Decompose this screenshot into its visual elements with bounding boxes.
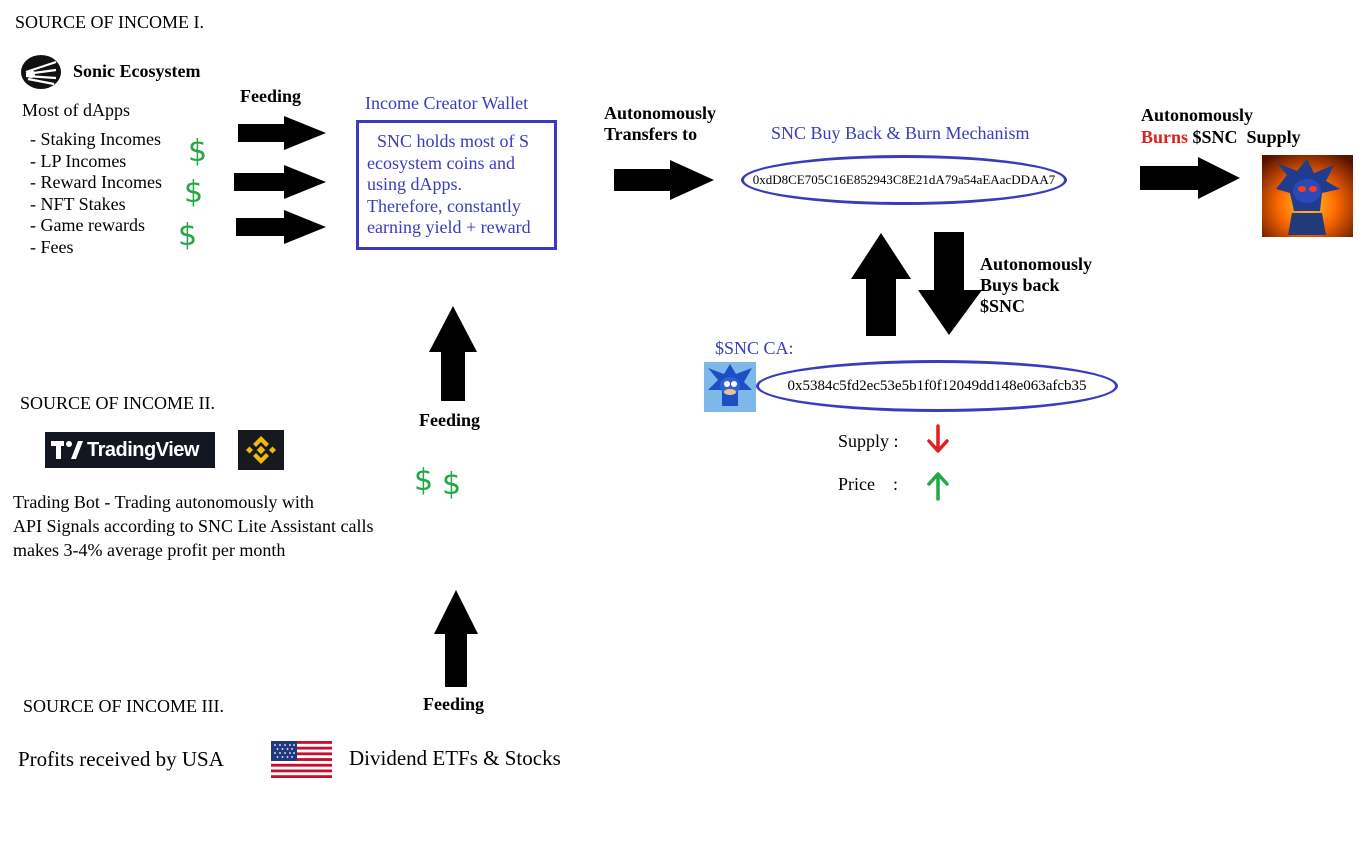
right-arrow-icon xyxy=(1140,157,1240,199)
profits-text: Profits received by USA xyxy=(18,747,224,771)
buys-back-label: Autonomously Buys back $SNC xyxy=(980,254,1092,317)
tradingview-logo: TradingView xyxy=(45,432,215,468)
etfs-text: Dividend ETFs & Stocks xyxy=(349,746,561,770)
sonic-avatar-image xyxy=(704,362,756,412)
dollar-icon: $ xyxy=(442,467,462,502)
tradingview-label: TradingView xyxy=(87,438,199,461)
income1-title: SOURCE OF INCOME I. xyxy=(15,12,205,32)
feeding-label-2: Feeding xyxy=(419,410,480,430)
list-item: - NFT Stakes xyxy=(30,193,126,214)
token-ca-label: $SNC CA: xyxy=(715,338,794,358)
buys-back-line: $SNC xyxy=(980,296,1026,316)
sonic-ecosystem-label: Sonic Ecosystem xyxy=(73,61,201,81)
dollar-icon: $ xyxy=(414,463,434,498)
right-arrow-icon xyxy=(234,165,326,199)
list-item: - Game rewards xyxy=(30,215,145,235)
trading-bot-description: Trading Bot - Trading autonomously with … xyxy=(13,490,373,562)
burn-line1: Autonomously xyxy=(1141,105,1254,125)
wallet-line: earning yield + reward xyxy=(367,217,531,237)
burns-word: Burns xyxy=(1141,127,1189,147)
burn-ticker: $SNC xyxy=(1192,127,1238,147)
fiery-sonic-image xyxy=(1262,155,1353,237)
right-arrow-icon xyxy=(238,116,326,150)
wallet-line: using dApps. xyxy=(367,174,463,194)
buyback-title: SNC Buy Back & Burn Mechanism xyxy=(771,123,1030,143)
income2-title: SOURCE OF INCOME II. xyxy=(20,393,216,413)
buys-back-line: Autonomously xyxy=(980,254,1093,274)
wallet-description: SNC holds most of S ecosystem coins and … xyxy=(367,131,531,239)
list-item: - Fees xyxy=(30,236,74,257)
up-arrow-icon xyxy=(851,233,911,336)
up-arrow-icon xyxy=(434,590,478,687)
supply-label: Supply : xyxy=(838,431,899,451)
buys-back-line: Buys back xyxy=(980,275,1060,295)
right-arrow-icon xyxy=(236,210,326,244)
list-item: - Staking Incomes xyxy=(30,129,161,149)
description-line: makes 3-4% average profit per month xyxy=(13,540,286,560)
buyback-address: 0xdD8CE705C16E852943C8E21dA79a54aEAacDDA… xyxy=(752,172,1056,187)
right-arrow-icon xyxy=(614,160,714,200)
feeding-label-1: Feeding xyxy=(240,86,301,106)
wallet-title: Income Creator Wallet xyxy=(365,93,529,113)
feeding-label-3: Feeding xyxy=(423,694,484,714)
green-up-arrow-icon xyxy=(927,472,949,501)
description-line: API Signals according to SNC Lite Assist… xyxy=(13,516,374,536)
description-line: Trading Bot - Trading autonomously with xyxy=(13,492,314,512)
dollar-icon: $ xyxy=(184,175,204,210)
list-item: - LP Incomes xyxy=(30,150,127,171)
burn-label: Autonomously Burns $SNC Supply xyxy=(1141,104,1301,148)
transfer-line: Transfers to xyxy=(604,124,698,144)
transfer-line: Autonomously xyxy=(604,103,717,123)
list-item: - Reward Incomes xyxy=(30,172,162,192)
wallet-line: ecosystem coins and xyxy=(367,152,515,173)
wallet-line: Therefore, constantly xyxy=(367,195,521,216)
token-address-oval: 0x5384c5fd2ec53e5b1f0f12049dd148e063afcb… xyxy=(756,360,1118,412)
dapps-heading: Most of dApps xyxy=(22,100,131,120)
buyback-address-oval: 0xdD8CE705C16E852943C8E21dA79a54aEAacDDA… xyxy=(741,155,1067,205)
usa-flag-icon xyxy=(271,741,332,778)
token-address: 0x5384c5fd2ec53e5b1f0f12049dd148e063afcb… xyxy=(787,377,1087,394)
dollar-icon: $ xyxy=(188,134,208,169)
tradingview-icon xyxy=(51,441,83,459)
wallet-line: SNC holds most of S xyxy=(377,131,530,151)
up-arrow-icon xyxy=(429,306,477,401)
down-arrow-icon xyxy=(918,232,982,335)
red-down-arrow-icon xyxy=(927,424,949,453)
wallet-box: SNC holds most of S ecosystem coins and … xyxy=(356,120,557,250)
binance-icon xyxy=(238,430,284,470)
income3-title: SOURCE OF INCOME III. xyxy=(23,696,225,716)
price-label: Price : xyxy=(838,474,898,494)
sonic-logo-icon xyxy=(21,55,61,89)
transfer-label: Autonomously Transfers to xyxy=(604,103,716,145)
burn-supply-word: Supply xyxy=(1246,127,1301,147)
dollar-icon: $ xyxy=(178,218,198,253)
dapps-list: - Staking Incomes - LP Incomes - Reward … xyxy=(30,129,162,258)
